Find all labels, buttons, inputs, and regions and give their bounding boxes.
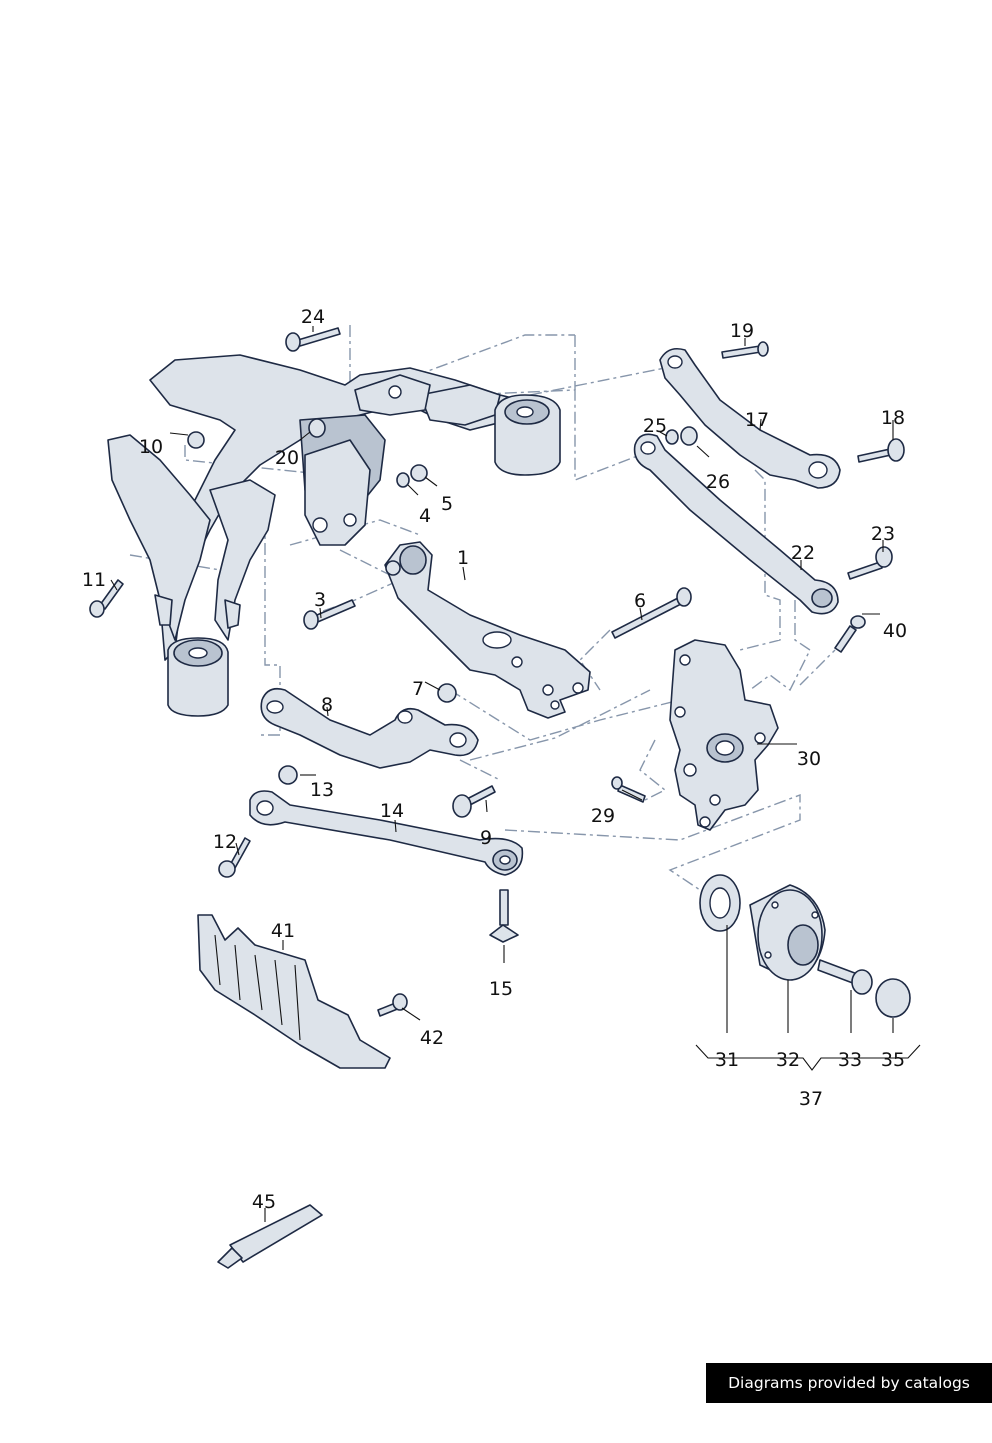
label-13: 13	[310, 779, 334, 801]
hub-assembly	[699, 874, 911, 1018]
label-9: 9	[480, 827, 492, 849]
label-42: 42	[420, 1027, 444, 1049]
label-7: 7	[412, 678, 424, 700]
track-rod-14	[249, 790, 524, 876]
label-41: 41	[271, 920, 295, 942]
label-18: 18	[881, 407, 905, 429]
label-31: 31	[715, 1049, 739, 1071]
label-25: 25	[643, 415, 667, 437]
transverse-link-22	[633, 433, 839, 615]
leader-lines	[110, 326, 921, 1222]
label-29: 29	[591, 805, 615, 827]
label-23: 23	[871, 523, 895, 545]
label-8: 8	[321, 694, 333, 716]
nut-13	[278, 765, 298, 785]
label-30: 30	[797, 748, 821, 770]
label-4: 4	[419, 505, 431, 527]
label-1: 1	[457, 547, 469, 569]
label-6: 6	[634, 590, 646, 612]
washer-4	[396, 472, 410, 488]
label-37: 37	[799, 1088, 823, 1110]
label-26: 26	[706, 471, 730, 493]
label-5: 5	[441, 493, 453, 515]
wheel-bearing-housing	[669, 639, 779, 831]
label-11: 11	[82, 569, 106, 591]
label-14: 14	[380, 800, 404, 822]
upper-arm-17	[659, 347, 841, 489]
underbody-panel	[197, 914, 391, 1069]
label-22: 22	[791, 542, 815, 564]
washer-25	[665, 429, 679, 445]
label-19: 19	[730, 320, 754, 342]
label-3: 3	[314, 589, 326, 611]
label-33: 33	[838, 1049, 862, 1071]
nut-7	[437, 683, 457, 703]
label-20: 20	[275, 447, 299, 469]
label-10: 10	[139, 436, 163, 458]
upper-arm-8	[260, 687, 479, 769]
callout-labels: 1 3 4 5 6 7 8 9 10 11 12 13 14 15 17 18 …	[82, 306, 907, 1213]
lower-spring-link	[384, 541, 591, 719]
label-15: 15	[489, 978, 513, 1000]
rear-subframe	[107, 354, 561, 717]
label-45: 45	[252, 1191, 276, 1213]
nut-10	[187, 431, 205, 449]
label-40: 40	[883, 620, 907, 642]
suspension-exploded-diagram: 1 3 4 5 6 7 8 9 10 11 12 13 14 15 17 18 …	[82, 306, 921, 1269]
grease-tube	[217, 1204, 323, 1269]
fasteners	[89, 327, 905, 1017]
label-24: 24	[301, 306, 325, 328]
label-17: 17	[745, 409, 769, 431]
label-12: 12	[213, 831, 237, 853]
nut-26	[680, 426, 698, 446]
credit-banner: Diagrams provided by catalogs parts	[706, 1363, 992, 1432]
label-32: 32	[776, 1049, 800, 1071]
nut-20	[308, 418, 326, 438]
nut-5	[410, 464, 428, 482]
label-35: 35	[881, 1049, 905, 1071]
